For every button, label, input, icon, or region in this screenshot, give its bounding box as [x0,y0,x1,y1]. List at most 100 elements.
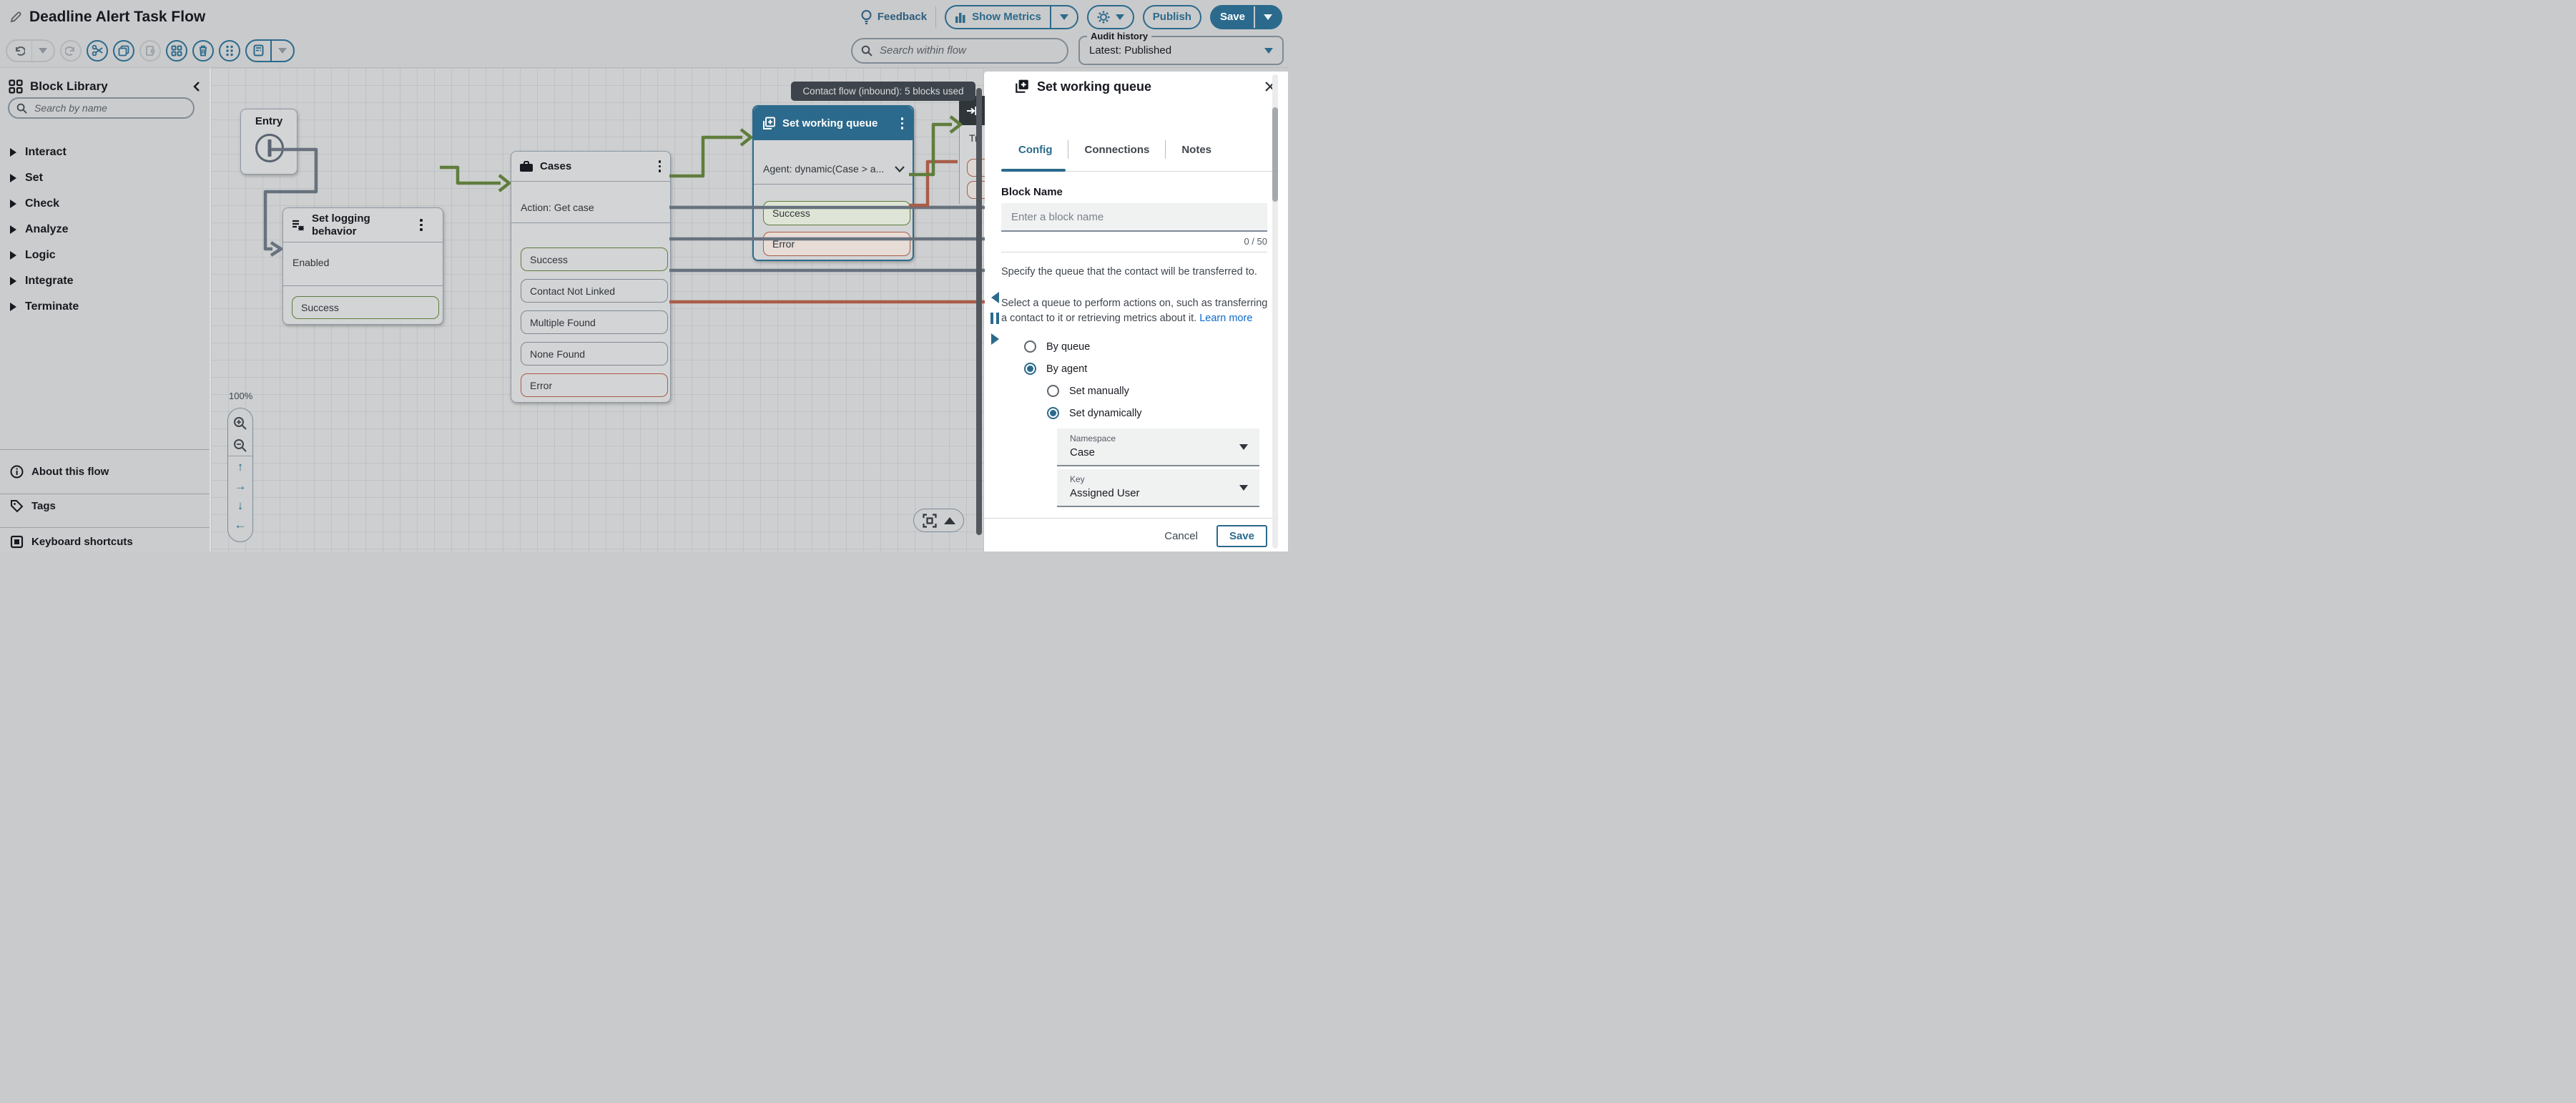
zoom-in-button[interactable] [228,416,252,431]
port-success[interactable]: Success [521,247,668,271]
redo-button[interactable] [60,39,82,62]
copy-button[interactable] [113,39,134,62]
cases-block[interactable]: Cases Action: Get case Success Contact N… [511,151,671,403]
radio-set-manually[interactable]: Set manually [1047,385,1129,397]
canvas-vertical-scrollbar[interactable] [976,88,982,535]
panel-scrollbar-thumb[interactable] [1272,107,1278,202]
feedback-button[interactable]: Feedback [860,9,927,25]
radio-by-agent[interactable]: By agent [1024,363,1087,375]
panel-save-button[interactable]: Save [1216,525,1267,547]
port-success[interactable]: Success [292,296,439,319]
block-menu-button[interactable] [900,116,905,131]
divider [754,184,913,185]
pan-down-button[interactable]: ↓ [228,499,252,511]
port-none-found[interactable]: None Found [521,342,668,366]
paste-button[interactable] [139,39,161,62]
annotations-menu-button[interactable] [272,41,293,61]
settings-split-button [1086,4,1134,29]
panel-scrollbar-track[interactable] [1272,74,1278,549]
set-working-queue-title: Set working queue [782,117,878,129]
zoom-level-label: 100% [229,391,253,401]
edit-title-icon[interactable] [9,10,23,24]
sidebar-category-check[interactable]: Check [10,195,196,213]
search-icon [861,45,872,57]
flow-search-input[interactable] [878,44,1058,57]
description-text: Specify the queue that the contact will … [1001,266,1257,278]
sidebar-category-analyze[interactable]: Analyze [10,220,196,239]
block-search-input[interactable] [33,102,186,114]
port-contact-not-linked[interactable]: Contact Not Linked [521,279,668,303]
tab-config[interactable]: Config [1018,143,1053,156]
save-menu-button[interactable] [1255,6,1281,28]
chevron-down-icon [1059,14,1068,20]
zoom-out-icon [234,439,247,452]
sidebar-category-interact[interactable]: Interact [10,143,196,162]
annotations-button[interactable] [247,41,270,61]
namespace-value: Case [1070,446,1096,459]
tab-connections[interactable]: Connections [1084,143,1150,156]
block-menu-button[interactable] [418,217,424,232]
block-name-input[interactable] [1001,203,1267,232]
undo-menu-button[interactable] [32,41,54,61]
sidebar-category-logic[interactable]: Logic [10,246,196,265]
radio-by-queue[interactable]: By queue [1024,340,1090,353]
port-error[interactable]: Error [521,373,668,397]
collapse-panel-button[interactable] [990,333,999,345]
chevron-down-icon [1239,485,1248,491]
blocks-used-tooltip: Contact flow (inbound): 5 blocks used [791,82,975,101]
settings-button[interactable] [1088,6,1133,28]
audit-history-value: Latest: Published [1089,44,1172,57]
block-library-toggle-button[interactable] [166,39,187,62]
divider [511,222,670,223]
learn-more-link[interactable]: Learn more [1199,312,1253,324]
sidebar-category-integrate[interactable]: Integrate [10,272,196,290]
show-metrics-split-button: Show Metrics [945,4,1078,29]
save-button[interactable]: Save [1211,6,1254,28]
keyboard-shortcuts-button[interactable]: Keyboard shortcuts [10,531,196,552]
expand-icon [10,277,16,285]
show-metrics-menu-button[interactable] [1051,6,1077,28]
port-multiple-found[interactable]: Multiple Found [521,310,668,334]
flow-canvas[interactable]: Entry Set logging behavior Enabled Succe… [211,68,985,552]
show-metrics-label: Show Metrics [972,11,1041,23]
namespace-select[interactable]: Namespace Case [1057,428,1259,466]
undo-button[interactable] [7,41,31,61]
entry-block-title: Entry [255,115,283,127]
pan-right-button[interactable]: → [228,480,252,492]
show-metrics-button[interactable]: Show Metrics [946,6,1050,28]
pan-left-button[interactable]: ← [228,519,252,531]
gear-icon [1097,11,1110,24]
block-menu-button[interactable] [657,159,663,174]
divider [283,285,443,286]
set-working-queue-block[interactable]: Set working queue Agent: dynamic(Case > … [752,105,914,261]
publish-label: Publish [1152,11,1191,23]
sidebar-category-set[interactable]: Set [10,169,196,187]
port-success[interactable]: Success [763,201,910,225]
zoom-out-button[interactable] [228,438,252,453]
audit-history-dropdown[interactable]: Audit history Latest: Published [1078,31,1284,65]
set-working-queue-body[interactable]: Agent: dynamic(Case > a... [763,163,905,175]
chevron-down-icon [1264,14,1272,20]
panel-drag-handle[interactable] [990,313,999,324]
publish-button[interactable]: Publish [1144,6,1200,28]
collapse-sidebar-button[interactable] [192,81,201,92]
delete-button[interactable] [192,39,214,62]
arrow-up-icon: ↑ [237,460,244,474]
entry-block[interactable]: Entry [240,109,298,175]
tags-button[interactable]: Tags [10,496,196,516]
cut-button[interactable] [87,39,108,62]
cancel-button[interactable]: Cancel [1164,530,1198,542]
drag-handle-button[interactable] [219,39,240,62]
tab-notes[interactable]: Notes [1181,143,1212,156]
pan-up-button[interactable]: ↑ [228,461,252,473]
set-logging-behavior-block[interactable]: Set logging behavior Enabled Success [282,207,443,325]
chevron-down-icon [895,165,905,172]
sidebar-category-terminate[interactable]: Terminate [10,298,196,316]
set-working-queue-icon [1014,79,1030,94]
about-this-flow-button[interactable]: About this flow [10,461,196,481]
radio-set-dynamically[interactable]: Set dynamically [1047,407,1142,419]
port-error[interactable]: Error [763,232,910,256]
expand-panel-button[interactable] [990,292,999,303]
minimap-button[interactable] [913,509,964,532]
key-select[interactable]: Key Assigned User [1057,469,1259,507]
